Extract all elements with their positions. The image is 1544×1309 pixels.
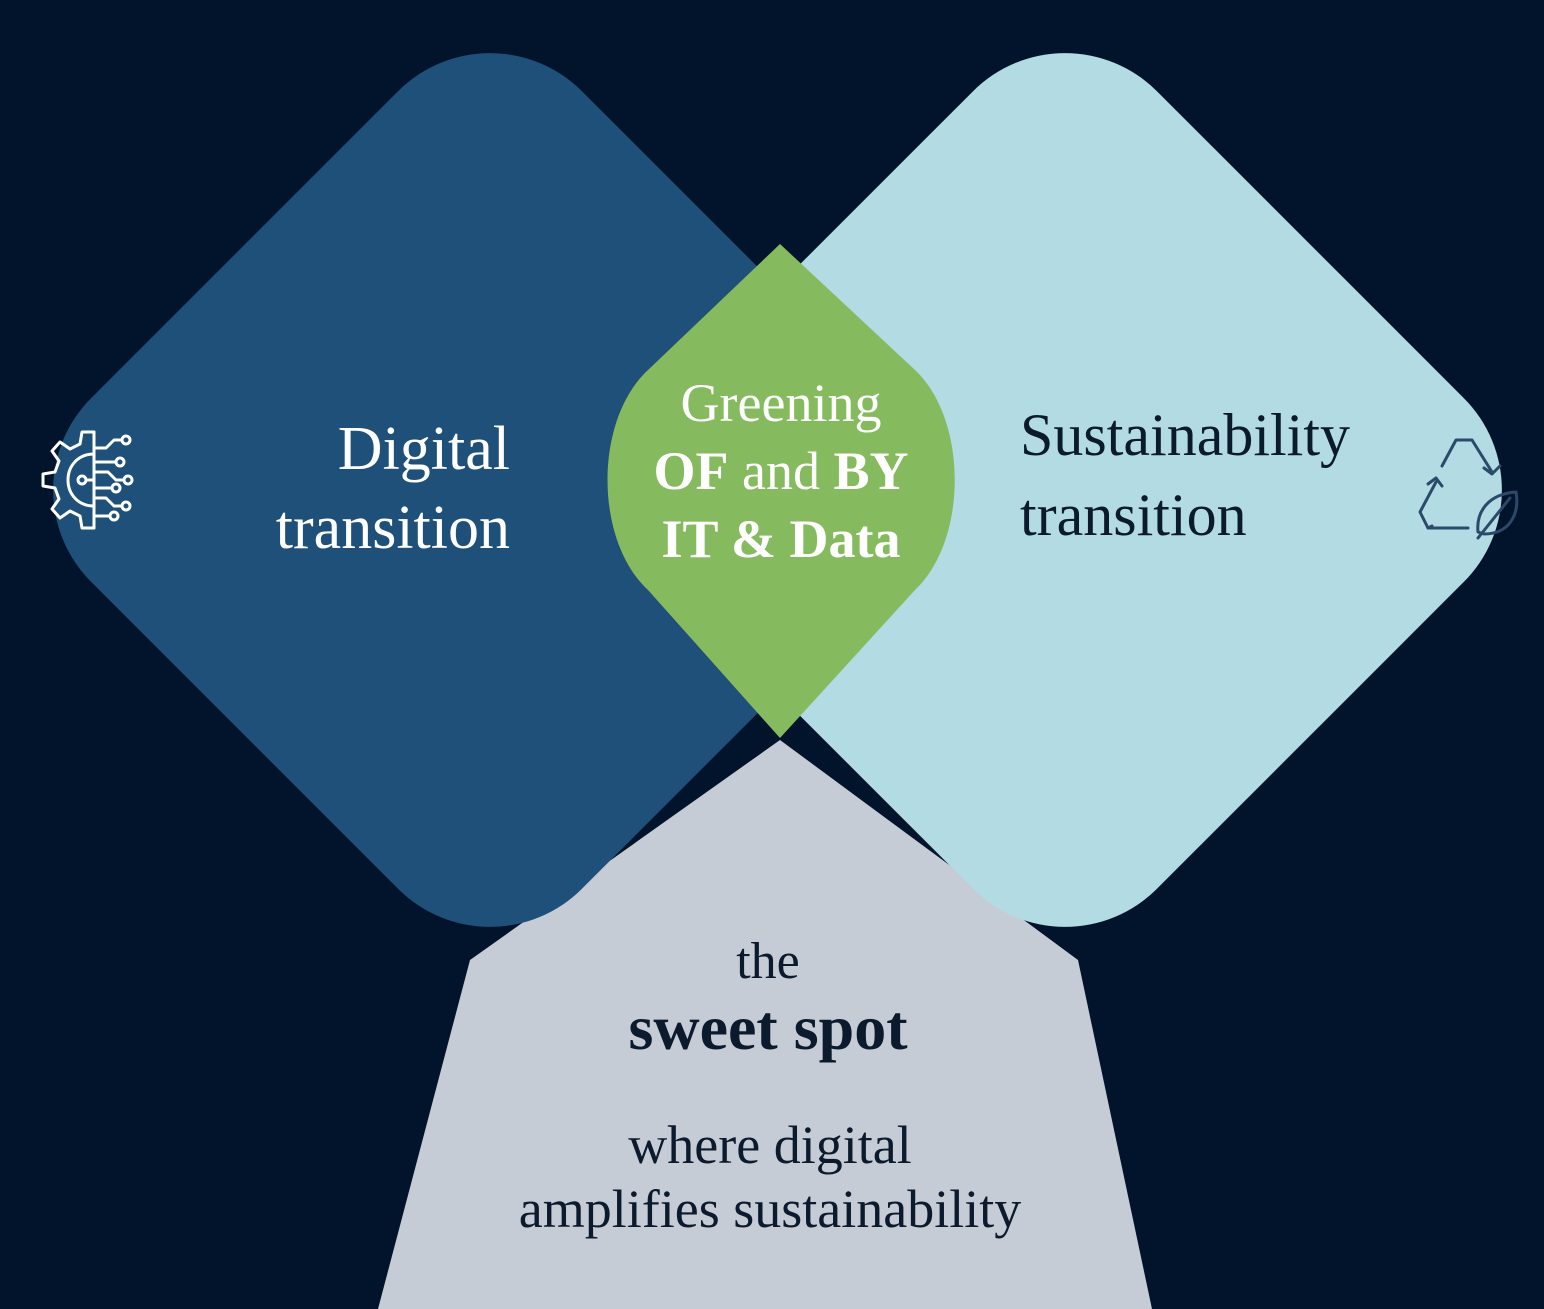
recycle-leaf-icon [1418,438,1519,540]
overlap-by: BY [833,441,909,501]
overlap-line2: OF and BY [600,444,962,498]
sustainability-title-line1: Sustainability [1020,402,1350,468]
gear-circuit-icon [41,430,134,530]
overlap-lens [607,244,955,738]
overlap-and: and [728,441,834,501]
overlap-line1: Greening [680,373,882,433]
digital-title-line2: transition [275,494,510,562]
overlap-of: OF [653,441,729,501]
overlap-line3: IT & Data [661,509,901,569]
sustainability-diamond [628,53,1502,927]
sweet-spot-title: sweet spot [628,992,908,1063]
sweet-spot-line1: the [736,933,800,990]
digital-diamond [53,53,927,927]
sweet-spot-line3: where digital [628,1115,912,1175]
digital-title-line1: Digital [337,415,510,483]
sweet-spot-shape [378,960,1152,1309]
sustainability-title-line2: transition [1020,482,1247,548]
sweet-spot-line4: amplifies sustainability [518,1179,1022,1239]
sweet-spot-upper [470,740,1078,960]
